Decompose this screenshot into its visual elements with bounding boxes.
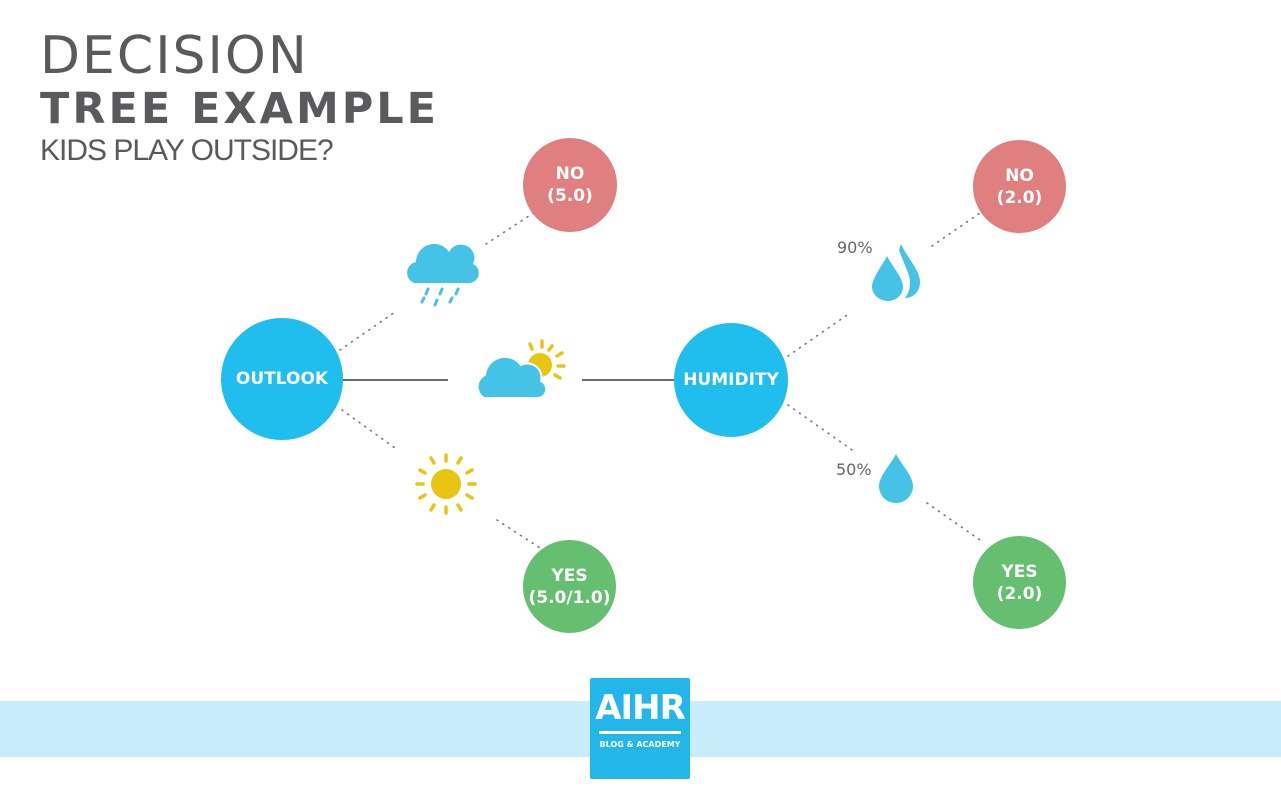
leaf-value: (5.0/1.0) — [528, 587, 611, 608]
two-drops-icon — [872, 244, 920, 301]
edge-normal-a — [787, 404, 856, 453]
rain-cloud-icon — [407, 243, 479, 307]
drop-icon — [879, 454, 913, 503]
title-line-2: TREE EXAMPLE — [40, 84, 440, 134]
leaf-label: NO — [1005, 165, 1034, 186]
leaf-rain-no: NO (5.0) — [523, 138, 617, 232]
aihr-logo: AIHR BLOG & ACADEMY — [590, 678, 690, 779]
edge-high-a — [787, 312, 851, 357]
humidity-normal-label: 50% — [836, 460, 872, 479]
leaf-label: YES — [1001, 561, 1038, 582]
partly-cloudy-icon — [476, 339, 566, 399]
title-line-1: DECISION — [40, 26, 309, 86]
leaf-label: NO — [555, 164, 585, 184]
edge-rain-a — [339, 311, 396, 351]
edge-high-b — [931, 212, 981, 247]
logo-text: AIHR — [595, 688, 686, 728]
edge-sunny-b — [496, 519, 541, 549]
leaf-value: (2.0) — [996, 187, 1043, 208]
leaf-label: YES — [551, 565, 588, 586]
edge-normal-b — [926, 502, 981, 541]
sun-icon — [415, 453, 477, 515]
edge-rain-b — [485, 211, 536, 245]
node-humidity: HUMIDITY — [674, 323, 788, 437]
leaf-sunny-yes: YES (5.0/1.0) — [523, 540, 616, 633]
leaf-value: (5.0) — [547, 186, 593, 206]
logo-subtitle: BLOG & ACADEMY — [599, 740, 681, 749]
humidity-high-label: 90% — [837, 238, 873, 257]
title-block: DECISION TREE EXAMPLE KIDS PLAY OUTSIDE? — [40, 30, 439, 168]
node-outlook-label: OUTLOOK — [235, 369, 329, 389]
node-outlook: OUTLOOK — [221, 318, 343, 440]
leaf-high-no: NO (2.0) — [973, 140, 1066, 233]
edge-sunny-a — [341, 409, 396, 449]
node-humidity-label: HUMIDITY — [683, 370, 779, 390]
subtitle: KIDS PLAY OUTSIDE? — [40, 134, 334, 167]
leaf-value: (2.0) — [996, 583, 1043, 604]
leaf-normal-yes: YES (2.0) — [973, 536, 1066, 629]
logo-divider — [599, 731, 681, 734]
